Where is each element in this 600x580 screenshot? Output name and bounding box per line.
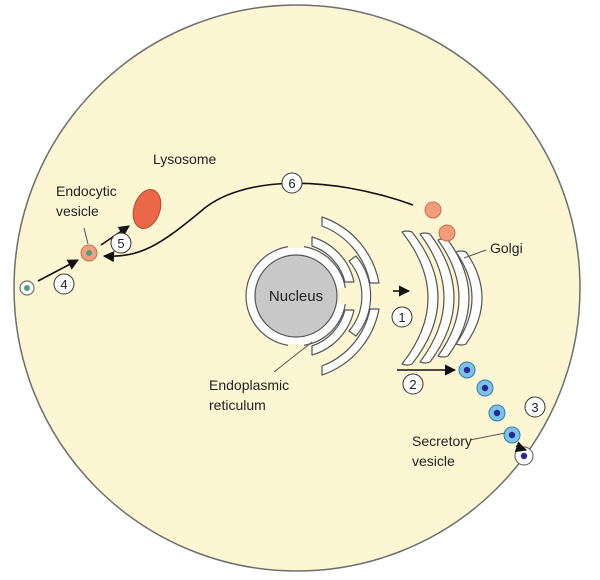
step-3-label: 3 bbox=[531, 400, 538, 415]
golgi-vesicle bbox=[438, 224, 456, 242]
secretory-leader-line bbox=[469, 432, 506, 441]
extracellular-cargo bbox=[24, 285, 30, 291]
step-5-marker: 5 bbox=[110, 232, 132, 254]
golgi-leader-line bbox=[463, 249, 487, 259]
lysosome bbox=[132, 189, 162, 229]
leader-lines bbox=[83, 227, 506, 441]
endocytosis-site bbox=[19, 280, 35, 296]
step-markers: 1 2 3 4 5 6 bbox=[53, 172, 546, 418]
er-leader-line bbox=[273, 341, 313, 373]
step-3-marker: 3 bbox=[524, 396, 546, 418]
step-2-marker: 2 bbox=[402, 373, 424, 395]
step-6-marker: 6 bbox=[281, 172, 303, 194]
step-1-marker: 1 bbox=[391, 306, 413, 328]
step-5-label: 5 bbox=[117, 236, 124, 251]
exocytosis-site bbox=[514, 446, 534, 466]
golgi-label: Golgi bbox=[490, 240, 523, 256]
endocytic-leader-line bbox=[83, 227, 89, 245]
step-6-label: 6 bbox=[288, 176, 295, 191]
er-label-line1: Endoplasmic bbox=[209, 377, 289, 393]
arrow-endocytosis bbox=[37, 259, 79, 282]
er-label-line2: reticulum bbox=[209, 397, 266, 413]
arrow-golgi-to-endosome bbox=[102, 182, 414, 263]
endocytic-cargo bbox=[86, 250, 92, 256]
nucleus-label: Nucleus bbox=[269, 288, 323, 305]
lysosome-label: Lysosome bbox=[153, 151, 217, 167]
secretory-vesicles bbox=[458, 361, 521, 444]
step-4-marker: 4 bbox=[53, 273, 75, 295]
secretory-label-line1: Secretory bbox=[412, 433, 472, 449]
secreted-cargo bbox=[520, 452, 528, 460]
endocytic-label-line1: Endocytic bbox=[56, 183, 117, 199]
step-1-label: 1 bbox=[398, 310, 405, 325]
endoplasmic-reticulum bbox=[311, 216, 380, 376]
arrow-exocytosis bbox=[514, 441, 528, 453]
nucleus bbox=[254, 254, 338, 338]
step-4-label: 4 bbox=[60, 277, 67, 292]
golgi-apparatus bbox=[401, 230, 483, 366]
secretory-label-line2: vesicle bbox=[412, 453, 455, 469]
endocytic-label-line2: vesicle bbox=[56, 203, 99, 219]
nuclear-envelope bbox=[245, 240, 352, 352]
step-2-label: 2 bbox=[409, 377, 416, 392]
golgi-vesicle bbox=[424, 201, 442, 219]
